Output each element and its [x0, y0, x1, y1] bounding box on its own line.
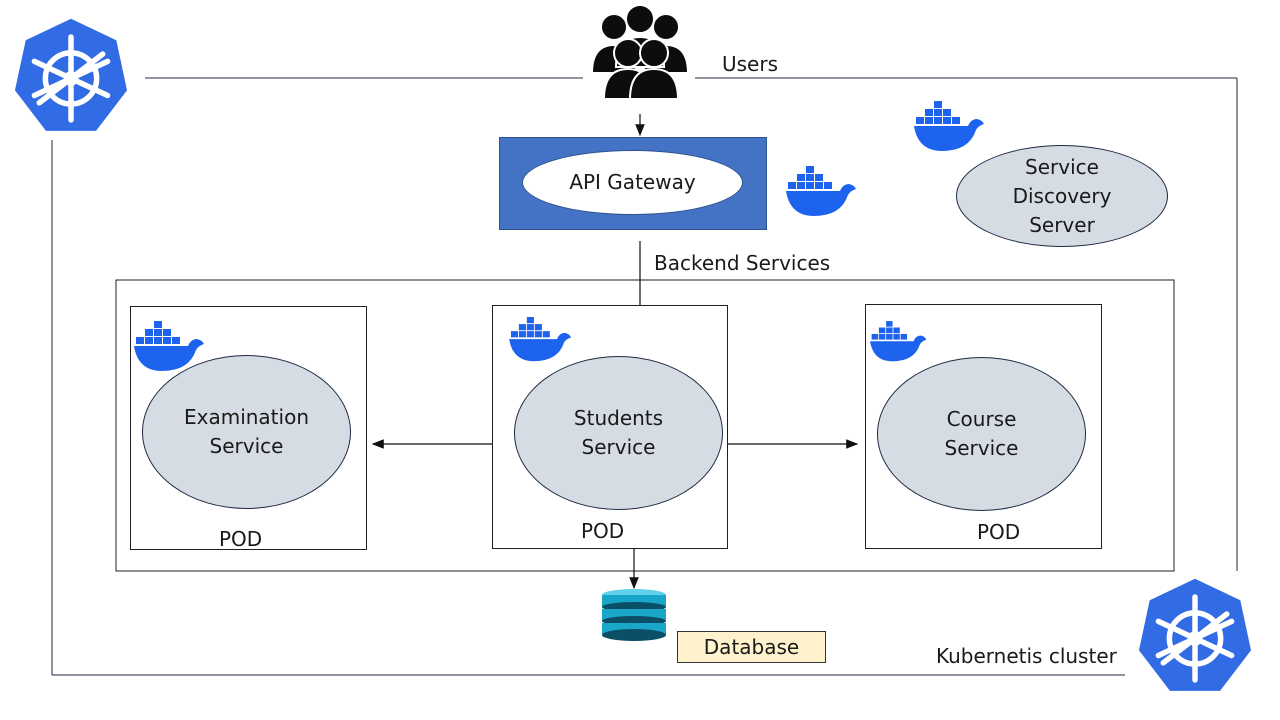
docker-icon [509, 317, 572, 362]
course-service-node: Course Service [877, 357, 1086, 511]
docker-icon [914, 101, 984, 151]
kubernetes-cluster-label: Kubernetis cluster [936, 644, 1117, 668]
examination-service-label-line-1: Examination [183, 405, 309, 429]
kubernetes-icon [12, 16, 130, 134]
pod-label-course: POD [977, 520, 1021, 544]
course-service-label-line-1: Course [946, 407, 1017, 431]
users-label: Users [722, 52, 779, 76]
students-service-label-line-1: Students [573, 406, 664, 430]
students-service-node: Students Service [514, 356, 723, 510]
service-discovery-server-node: Service Discovery Server [956, 145, 1168, 247]
docker-icon [786, 166, 856, 216]
database-icon [602, 589, 666, 641]
course-service-label-line-2: Service [944, 436, 1019, 460]
api-gateway-node: API Gateway [522, 150, 743, 215]
users-icon [590, 4, 690, 100]
pod-label-examination: POD [219, 527, 263, 551]
backend-services-label: Backend Services [654, 251, 831, 275]
examination-service-node: Examination Service [142, 355, 351, 509]
database-node: Database [677, 631, 826, 663]
students-service-label-line-2: Service [581, 435, 656, 459]
service-discovery-label-line-2: Discovery [1012, 183, 1112, 208]
kubernetes-icon [1136, 576, 1254, 694]
pod-label-students: POD [581, 519, 625, 543]
docker-icon [870, 321, 927, 362]
backend-services-container [115, 279, 1175, 572]
service-discovery-label-line-1: Service [1025, 154, 1099, 179]
docker-icon [134, 321, 204, 371]
cluster-boundary [51, 77, 1238, 676]
api-gateway-label: API Gateway [569, 170, 696, 194]
examination-service-label-line-2: Service [209, 434, 284, 458]
database-label: Database [703, 635, 800, 659]
service-discovery-label-line-3: Server [1029, 212, 1095, 237]
